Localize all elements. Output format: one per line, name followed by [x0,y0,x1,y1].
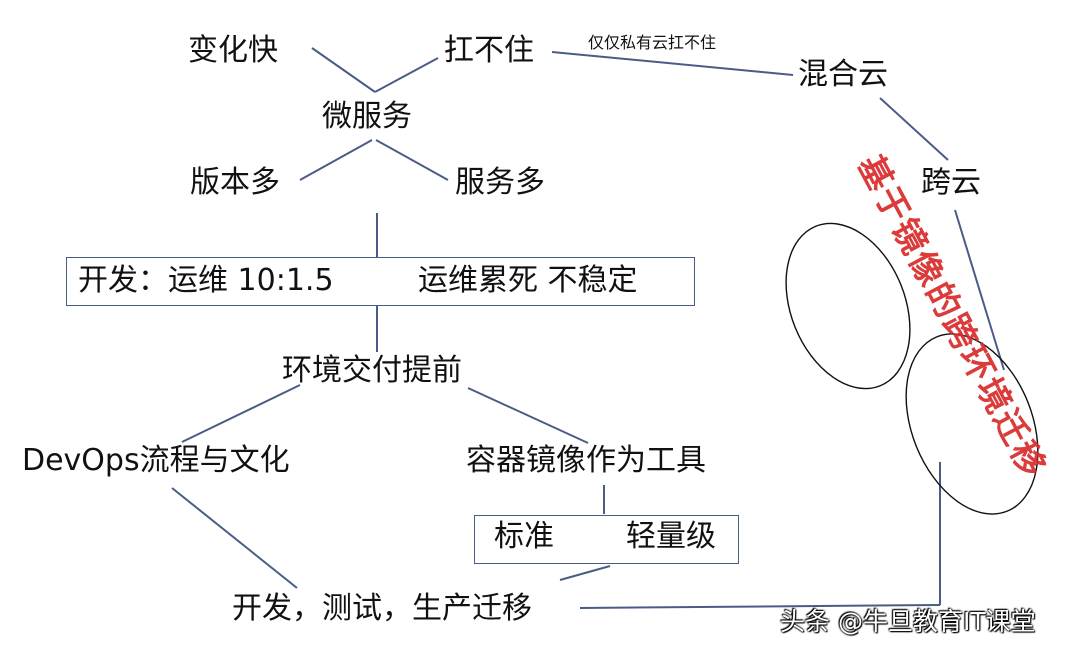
line-hybrid-crosscloud [879,97,949,161]
node-devops: DevOps流程与文化 [22,443,290,478]
node-microservices: 微服务 [322,99,412,134]
line-micro-versions [299,139,373,181]
node-private-cloud-note: 仅仅私有云扛不住 [588,33,717,52]
node-env-delivery: 环境交付提前 [282,353,462,388]
stamp-ellipse-top [785,222,911,390]
line-changefast-micro [311,47,376,93]
node-many-services: 服务多 [455,165,545,200]
node-hybrid-cloud: 混合云 [798,57,888,92]
node-container-image: 容器镜像作为工具 [466,443,706,478]
node-lightweight: 轻量级 [626,519,716,554]
ratio-box [66,257,695,306]
node-migration: 开发，测试，生产迁移 [232,591,532,626]
node-cross-cloud: 跨云 [921,165,981,200]
standard-box [474,515,739,564]
line-crosscloud-down [954,209,1005,371]
line-env-container [467,387,589,444]
node-change-fast: 变化快 [188,33,278,68]
line-migration-right [579,604,941,609]
watermark: 头条 @牛旦教育IT课堂 [780,607,1036,636]
stamp-ellipse-bottom [905,333,1039,515]
node-many-versions: 版本多 [190,165,280,200]
line-micro-services [375,139,449,181]
line-devops-migration [171,487,298,589]
line-standard-migration [559,565,611,581]
node-ratio-left: 开发：运维 10:1.5 [78,263,334,298]
node-cannot-handle: 扛不住 [444,33,534,68]
line-cannot-hybrid [551,51,794,76]
node-ratio-right: 运维累死 不稳定 [418,263,638,298]
node-standard: 标准 [494,519,554,554]
line-cannot-micro [374,57,439,93]
line-env-devops [181,384,301,443]
